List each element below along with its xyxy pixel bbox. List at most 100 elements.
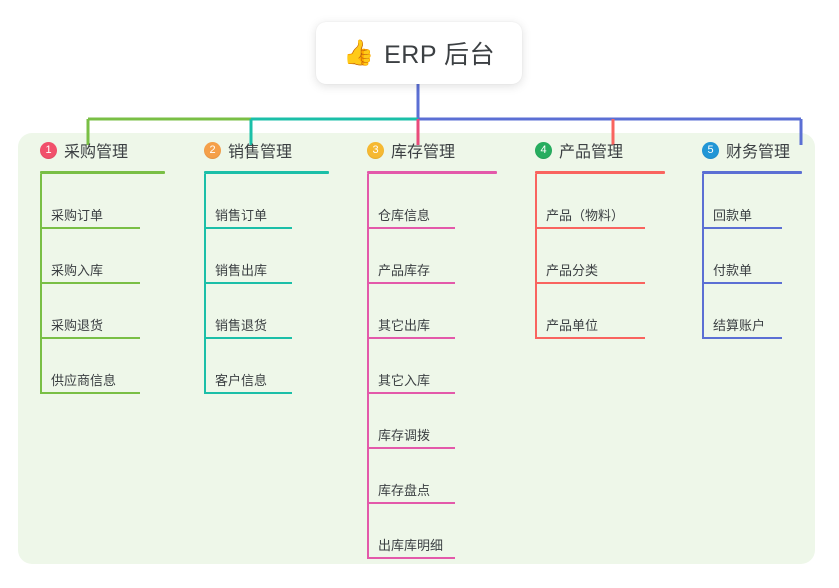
- column-spine-2: [204, 174, 206, 394]
- menu-item-underline: [367, 337, 455, 339]
- root-node-title: ERP 后台: [384, 41, 496, 69]
- menu-item[interactable]: 客户信息: [182, 339, 347, 394]
- menu-item[interactable]: 产品分类: [513, 229, 683, 284]
- column-rule-4: [535, 171, 665, 174]
- column-spine-4: [535, 174, 537, 339]
- menu-item[interactable]: 付款单: [680, 229, 820, 284]
- menu-item-underline: [367, 282, 455, 284]
- column-4: 4 产品管理产品（物料） 产品分类产品单位: [513, 133, 683, 339]
- column-items-1: 采购订单采购入库采购退货供应商信息: [18, 174, 183, 394]
- menu-item-underline: [535, 337, 645, 339]
- menu-item-underline: [367, 447, 455, 449]
- menu-item[interactable]: 销售出库: [182, 229, 347, 284]
- column-rule-1: [40, 171, 165, 174]
- menu-item-underline: [367, 227, 455, 229]
- menu-item-label: 产品库存: [378, 263, 431, 278]
- column-title-4: 产品管理: [559, 144, 624, 161]
- column-badge-5: 5: [702, 141, 719, 159]
- column-title-3: 库存管理: [391, 144, 456, 161]
- menu-item-underline: [702, 227, 782, 229]
- column-3: 3 库存管理仓库信息产品库存其它出库其它入库库存调拨库存盘点出库库明细: [345, 133, 515, 559]
- menu-item-label: 仓库信息: [378, 208, 431, 223]
- menu-item[interactable]: 产品单位: [513, 284, 683, 339]
- menu-item[interactable]: 库存盘点: [345, 449, 515, 504]
- column-badge-3: 3: [367, 141, 384, 159]
- menu-item[interactable]: 供应商信息: [18, 339, 183, 394]
- menu-item[interactable]: 产品（物料）: [513, 174, 683, 229]
- menu-item[interactable]: 库存调拨: [345, 394, 515, 449]
- menu-item-label: 采购订单: [51, 208, 104, 223]
- menu-item-underline: [40, 337, 140, 339]
- column-spine-3: [367, 174, 369, 559]
- menu-item-underline: [367, 502, 455, 504]
- menu-item-label: 产品分类: [546, 263, 599, 278]
- column-header-5[interactable]: 5 财务管理: [680, 133, 820, 167]
- menu-item-label: 销售出库: [215, 263, 268, 278]
- menu-item-underline: [40, 282, 140, 284]
- diagram-panel-background: [18, 133, 815, 564]
- column-items-4: 产品（物料） 产品分类产品单位: [513, 174, 683, 339]
- column-header-3[interactable]: 3 库存管理: [345, 133, 515, 167]
- menu-item-underline: [204, 392, 292, 394]
- column-items-2: 销售订单销售出库销售退货客户信息: [182, 174, 347, 394]
- menu-item[interactable]: 产品库存: [345, 229, 515, 284]
- menu-item-underline: [204, 282, 292, 284]
- menu-item[interactable]: 销售订单: [182, 174, 347, 229]
- menu-item-underline: [40, 392, 140, 394]
- menu-item-label: 库存调拨: [378, 428, 431, 443]
- column-title-5: 财务管理: [726, 144, 791, 161]
- menu-item-underline: [367, 557, 455, 559]
- menu-item[interactable]: 结算账户: [680, 284, 820, 339]
- menu-item[interactable]: 仓库信息: [345, 174, 515, 229]
- menu-item-label: 付款单: [713, 263, 753, 278]
- column-spine-1: [40, 174, 42, 394]
- menu-item-label: 回款单: [713, 208, 753, 223]
- menu-item-label: 产品单位: [546, 318, 599, 333]
- column-items-5: 回款单付款单结算账户: [680, 174, 820, 339]
- menu-item-label: 供应商信息: [51, 373, 117, 388]
- column-rule-3: [367, 171, 497, 174]
- menu-item-label: 结算账户: [713, 318, 766, 333]
- columns-container: 1 采购管理采购订单采购入库采购退货供应商信息 2 销售管理销售订单销售出库销售退货客…: [0, 133, 839, 564]
- menu-item[interactable]: 采购退货: [18, 284, 183, 339]
- menu-item-label: 产品（物料）: [546, 208, 625, 223]
- column-header-4[interactable]: 4 产品管理: [513, 133, 683, 167]
- menu-item[interactable]: 采购入库: [18, 229, 183, 284]
- thumbs-up-icon: 👍: [342, 38, 375, 67]
- menu-item-underline: [204, 227, 292, 229]
- menu-item[interactable]: 其它出库: [345, 284, 515, 339]
- menu-item[interactable]: 其它入库: [345, 339, 515, 394]
- menu-item-label: 采购入库: [51, 263, 104, 278]
- column-badge-4: 4: [535, 141, 552, 159]
- column-items-3: 仓库信息产品库存其它出库其它入库库存调拨库存盘点出库库明细: [345, 174, 515, 559]
- column-rule-2: [204, 171, 329, 174]
- menu-item[interactable]: 销售退货: [182, 284, 347, 339]
- column-1: 1 采购管理采购订单采购入库采购退货供应商信息: [18, 133, 183, 394]
- menu-item-label: 销售退货: [215, 318, 268, 333]
- column-badge-2: 2: [204, 141, 221, 159]
- menu-item-underline: [535, 282, 645, 284]
- menu-item-label: 采购退货: [51, 318, 104, 333]
- menu-item-underline: [40, 227, 140, 229]
- column-header-1[interactable]: 1 采购管理: [18, 133, 183, 167]
- menu-item-label: 销售订单: [215, 208, 268, 223]
- column-title-1: 采购管理: [64, 144, 129, 161]
- column-title-2: 销售管理: [228, 144, 293, 161]
- menu-item-underline: [702, 282, 782, 284]
- column-badge-1: 1: [40, 141, 57, 159]
- menu-item-underline: [367, 392, 455, 394]
- column-5: 5 财务管理回款单付款单结算账户: [680, 133, 820, 339]
- menu-item-label: 其它出库: [378, 318, 431, 333]
- menu-item-underline: [204, 337, 292, 339]
- column-spine-5: [702, 174, 704, 339]
- column-header-2[interactable]: 2 销售管理: [182, 133, 347, 167]
- menu-item[interactable]: 采购订单: [18, 174, 183, 229]
- menu-item-underline: [702, 337, 782, 339]
- menu-item[interactable]: 出库库明细: [345, 504, 515, 559]
- root-node-erp-backend[interactable]: 👍 ERP 后台: [316, 22, 522, 84]
- menu-item[interactable]: 回款单: [680, 174, 820, 229]
- menu-item-label: 出库库明细: [378, 538, 444, 553]
- column-2: 2 销售管理销售订单销售出库销售退货客户信息: [182, 133, 347, 394]
- menu-item-underline: [535, 227, 645, 229]
- menu-item-label: 库存盘点: [378, 483, 431, 498]
